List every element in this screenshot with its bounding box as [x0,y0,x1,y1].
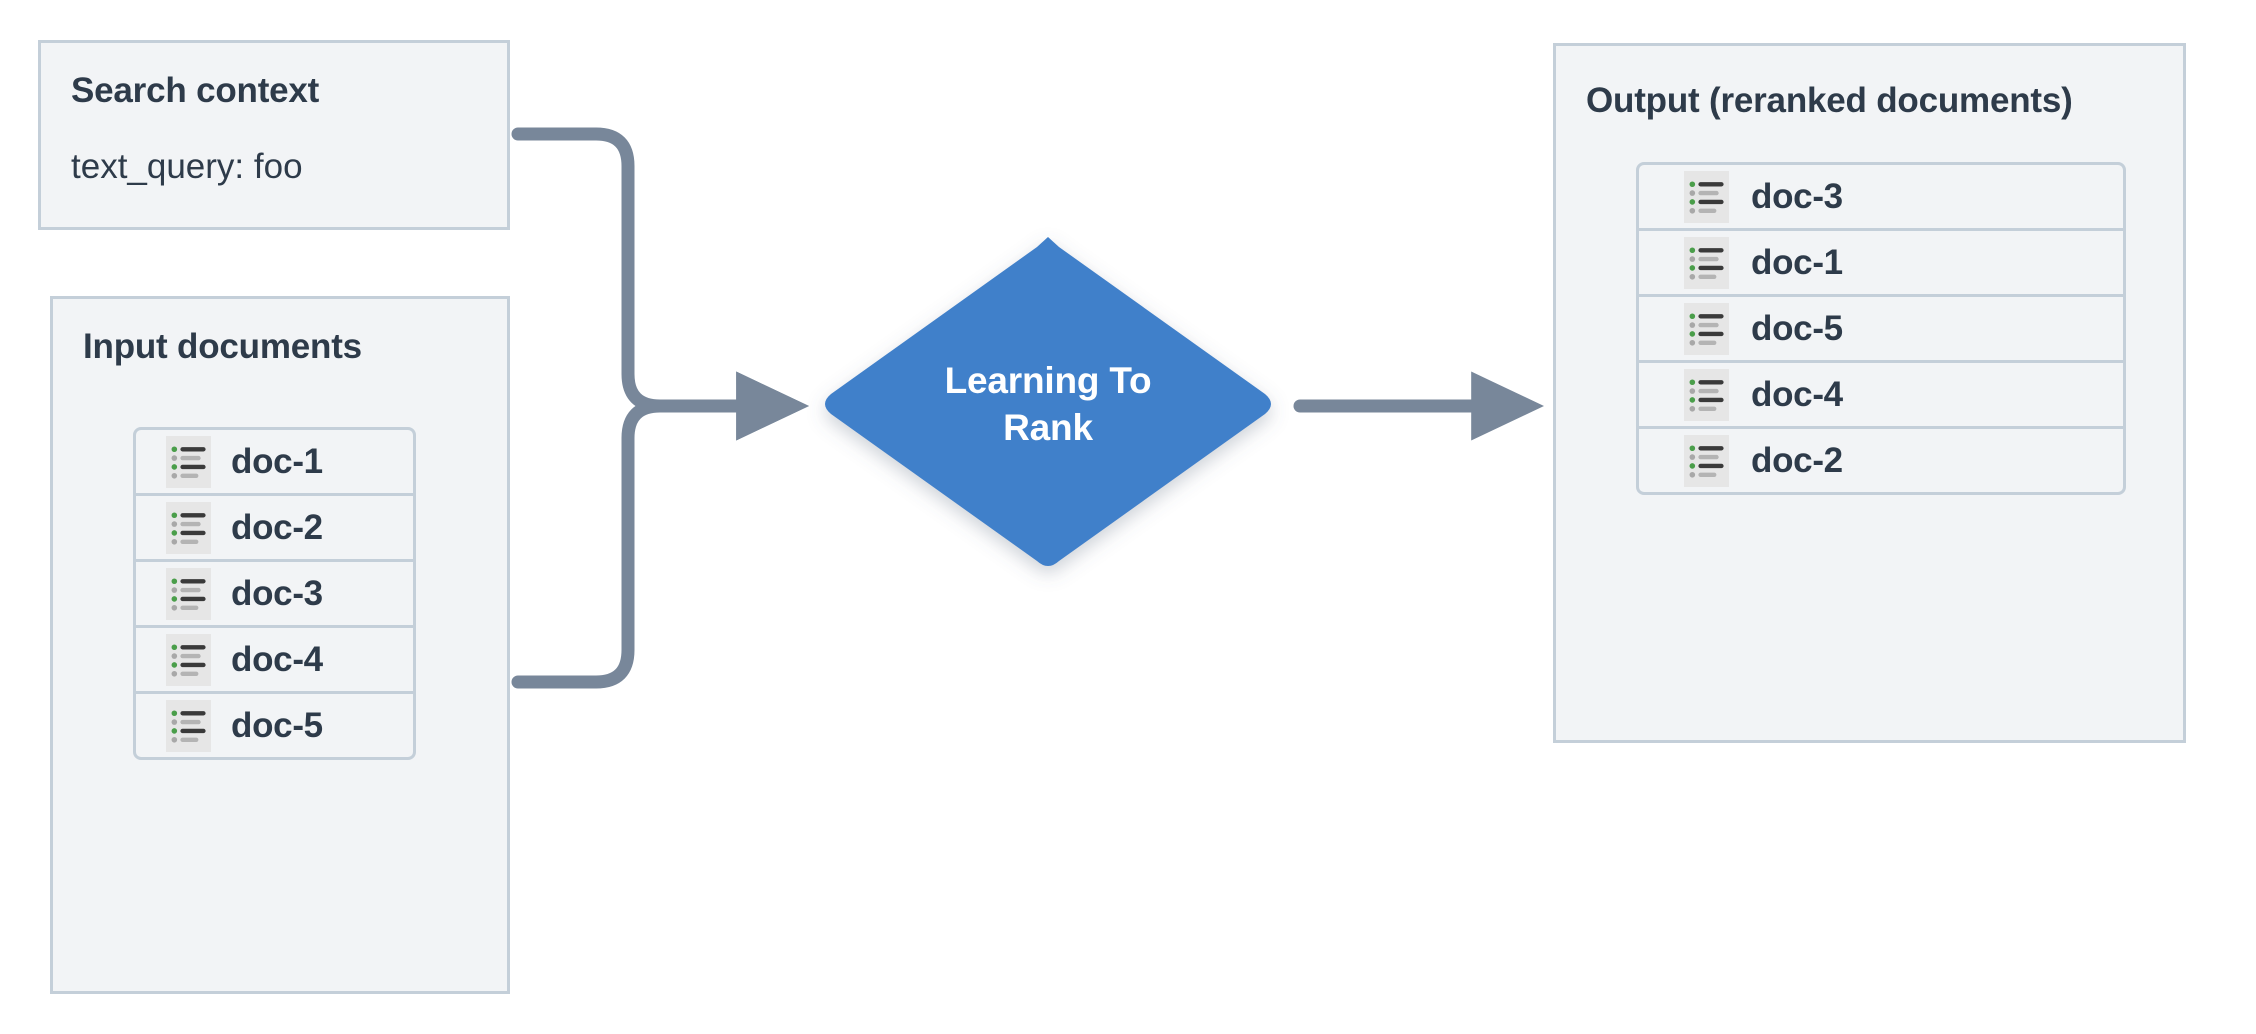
document-list-icon [1684,434,1729,487]
document-list-icon [1684,368,1729,421]
document-list-icon [166,567,211,620]
document-card[interactable]: doc-2 [133,493,416,562]
document-list-icon [166,435,211,488]
input-documents-list: doc-1 doc-2 doc-3 doc-4 doc-5 [133,427,416,760]
document-card-label: doc-5 [1751,308,1843,348]
document-card[interactable]: doc-3 [1636,162,2126,231]
search-context-title: Search context [71,71,320,110]
document-card[interactable]: doc-4 [133,625,416,694]
search-context-query: text_query: foo [71,147,303,186]
document-card[interactable]: doc-1 [1636,228,2126,297]
document-card[interactable]: doc-3 [133,559,416,628]
document-list-icon [166,699,211,752]
document-card[interactable]: doc-5 [133,691,416,760]
document-list-icon [166,633,211,686]
output-documents-title: Output (reranked documents) [1586,81,2073,120]
connector-input-documents-to-model [511,371,810,689]
document-card[interactable]: doc-2 [1636,426,2126,495]
document-card-label: doc-1 [231,441,323,481]
document-card[interactable]: doc-4 [1636,360,2126,429]
document-card-label: doc-2 [231,507,323,547]
diamond-shape [825,237,1271,566]
search-context-panel: Search context text_query: foo [38,40,510,230]
document-card[interactable]: doc-5 [1636,294,2126,363]
output-documents-list: doc-3 doc-1 doc-5 doc-4 doc-2 [1636,162,2126,495]
document-card-label: doc-3 [231,573,323,613]
document-card-label: doc-2 [1751,440,1843,480]
input-documents-title: Input documents [83,327,362,366]
document-card-label: doc-5 [231,705,323,745]
document-card-label: doc-4 [231,639,323,679]
connector-search-context-to-model [511,127,810,441]
document-card[interactable]: doc-1 [133,427,416,496]
document-card-label: doc-3 [1751,176,1843,216]
document-list-icon [166,501,211,554]
document-card-label: doc-1 [1751,242,1843,282]
document-list-icon [1684,302,1729,355]
document-list-icon [1684,236,1729,289]
learning-to-rank-node[interactable]: Learning To Rank [811,227,1285,581]
document-list-icon [1684,170,1729,223]
document-card-label: doc-4 [1751,374,1843,414]
